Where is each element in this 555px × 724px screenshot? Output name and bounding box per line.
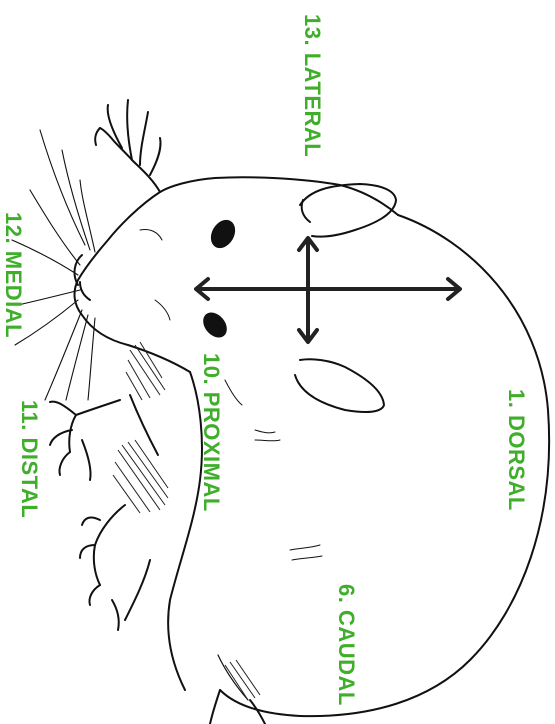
shading-hatch <box>113 342 260 700</box>
paw-bottom-front <box>69 400 120 452</box>
rat-tail <box>210 690 265 724</box>
fur-strokes <box>140 229 322 560</box>
label-proximal: 10. PROXIMAL <box>200 353 222 512</box>
rat-head-outline <box>75 192 190 372</box>
label-lateral: 13. LATERAL <box>301 14 323 157</box>
label-medial: 12. MEDIAL <box>2 212 24 338</box>
paw-bottom-rear <box>94 505 125 585</box>
label-dorsal: 1. DORSAL <box>505 389 527 511</box>
eye-bottom <box>198 308 231 342</box>
label-distal: 11. DISTAL <box>18 400 40 518</box>
paw-top <box>100 128 160 192</box>
label-caudal: 6. CAUDAL <box>335 584 357 706</box>
eye-top <box>206 216 240 253</box>
direction-arrows <box>196 238 460 342</box>
ear-bottom <box>295 359 384 412</box>
ear-top <box>300 184 396 237</box>
